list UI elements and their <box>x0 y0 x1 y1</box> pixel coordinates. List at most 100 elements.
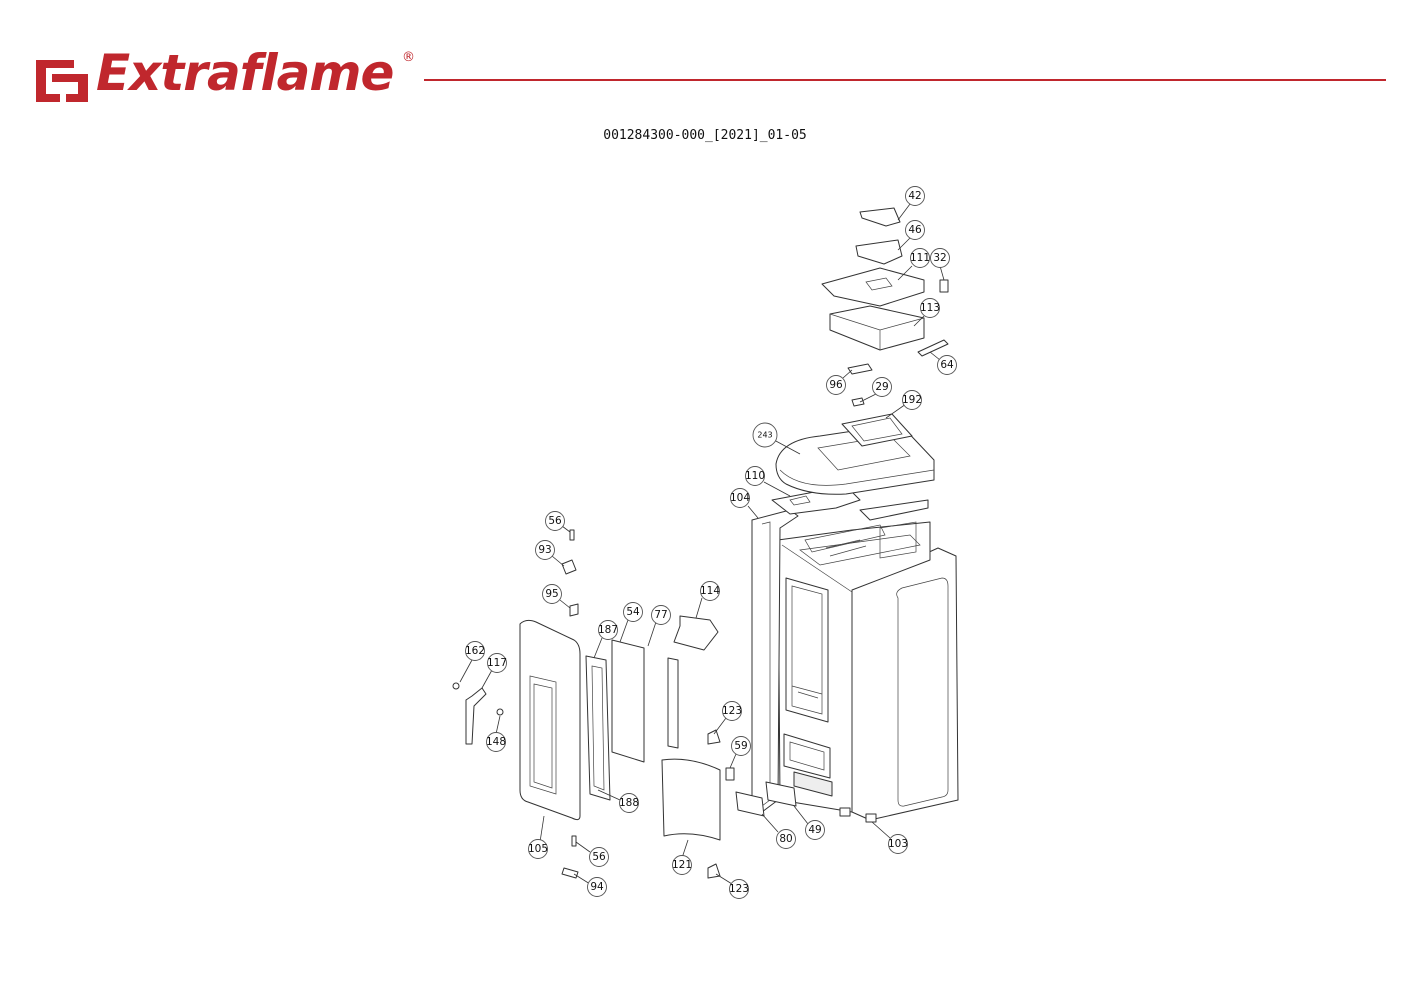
svg-text:96: 96 <box>829 379 843 391</box>
part-42-bracket <box>859 207 901 227</box>
part-148-pin <box>496 708 504 716</box>
callout-123-lower: 123 <box>729 879 749 899</box>
part-117-handle <box>465 687 487 745</box>
part-114-hood <box>673 615 719 651</box>
callout-162: 162 <box>465 641 485 661</box>
document-code: 001284300-000_[2021]_01-05 <box>603 128 807 143</box>
part-29-clip <box>851 397 865 407</box>
svg-text:187: 187 <box>598 624 618 636</box>
svg-text:111: 111 <box>910 252 930 264</box>
callout-46: 46 <box>905 220 925 240</box>
callout-188: 188 <box>619 793 639 813</box>
svg-text:77: 77 <box>654 609 667 621</box>
part-56-screw-top <box>569 529 575 541</box>
svg-text:113: 113 <box>920 302 940 314</box>
svg-text:105: 105 <box>528 843 548 855</box>
callout-80: 80 <box>776 829 796 849</box>
callout-94: 94 <box>587 877 607 897</box>
callout-114: 114 <box>700 581 720 601</box>
callout-54: 54 <box>623 602 643 622</box>
callout-117: 117 <box>487 653 507 673</box>
svg-text:123: 123 <box>729 883 749 895</box>
part-121-lower-door <box>661 758 721 841</box>
part-46-bracket <box>855 239 903 265</box>
callout-105: 105 <box>528 839 548 859</box>
callout-56-lower: 56 <box>589 847 609 867</box>
callout-110: 110 <box>745 466 765 486</box>
part-111-top-plate <box>821 267 925 307</box>
part-94-hinge <box>561 867 579 879</box>
svg-text:56: 56 <box>592 851 606 863</box>
svg-text:94: 94 <box>590 881 604 893</box>
part-32-clip <box>939 279 949 293</box>
callout-103: 103 <box>888 834 908 854</box>
svg-text:42: 42 <box>908 190 921 202</box>
callout-56-top: 56 <box>545 511 565 531</box>
svg-text:32: 32 <box>933 252 946 264</box>
part-162-screw <box>452 682 460 690</box>
callout-187: 187 <box>598 620 618 640</box>
registered-mark: ® <box>402 50 415 65</box>
svg-text:104: 104 <box>730 492 750 504</box>
part-95-latch <box>569 603 579 617</box>
svg-text:93: 93 <box>538 544 551 556</box>
callout-123-upper: 123 <box>722 701 742 721</box>
callout-148: 148 <box>486 732 506 752</box>
part-113-tray <box>829 305 925 351</box>
svg-text:123: 123 <box>722 705 742 717</box>
svg-text:188: 188 <box>619 797 639 809</box>
svg-text:121: 121 <box>672 859 692 871</box>
callout-111: 111 <box>910 248 930 268</box>
part-123-bracket-upper <box>707 729 721 745</box>
svg-text:162: 162 <box>465 645 485 657</box>
part-54-glass <box>611 639 645 763</box>
callout-121: 121 <box>672 855 692 875</box>
svg-text:114: 114 <box>700 585 720 597</box>
callout-192: 192 <box>902 390 922 410</box>
svg-text:95: 95 <box>545 588 558 600</box>
callout-32: 32 <box>930 248 950 268</box>
extraflame-logo-icon <box>36 60 88 102</box>
svg-text:56: 56 <box>548 515 562 527</box>
svg-text:64: 64 <box>940 359 954 371</box>
svg-text:59: 59 <box>734 740 747 752</box>
part-96-bracket <box>847 363 873 375</box>
callout-96: 96 <box>826 375 846 395</box>
svg-text:29: 29 <box>875 381 888 393</box>
part-59-plate <box>725 767 735 781</box>
part-93-bracket <box>561 559 577 575</box>
brand-name: Extraflame <box>96 44 394 102</box>
svg-text:243: 243 <box>757 431 772 440</box>
svg-text:103: 103 <box>888 838 908 850</box>
part-56-screw-lower <box>571 835 577 847</box>
header-rule <box>424 79 1386 81</box>
svg-text:148: 148 <box>486 736 506 748</box>
callout-243: 243 <box>752 422 778 448</box>
svg-text:110: 110 <box>745 470 765 482</box>
callout-95: 95 <box>542 584 562 604</box>
svg-text:192: 192 <box>902 394 922 406</box>
page-header: Extraflame ® <box>0 0 1410 120</box>
callout-42: 42 <box>905 186 925 206</box>
callout-77: 77 <box>651 605 671 625</box>
part-192-gasket <box>841 413 913 447</box>
svg-text:54: 54 <box>626 606 640 618</box>
svg-text:117: 117 <box>487 657 507 669</box>
callout-104: 104 <box>730 488 750 508</box>
svg-text:80: 80 <box>779 833 792 845</box>
part-123-bracket-lower <box>707 863 721 879</box>
part-187-gasket <box>585 655 611 801</box>
callout-93: 93 <box>535 540 555 560</box>
callout-113: 113 <box>920 298 940 318</box>
callout-29: 29 <box>872 377 892 397</box>
callout-64: 64 <box>937 355 957 375</box>
stove-body <box>751 499 959 823</box>
callout-59: 59 <box>731 736 751 756</box>
extraflame-logo: Extraflame ® <box>34 44 415 106</box>
part-49-grid <box>765 781 797 807</box>
part-105-door-frame <box>519 619 581 821</box>
svg-text:46: 46 <box>908 224 922 236</box>
svg-text:49: 49 <box>808 824 821 836</box>
leader-lines <box>459 203 945 885</box>
